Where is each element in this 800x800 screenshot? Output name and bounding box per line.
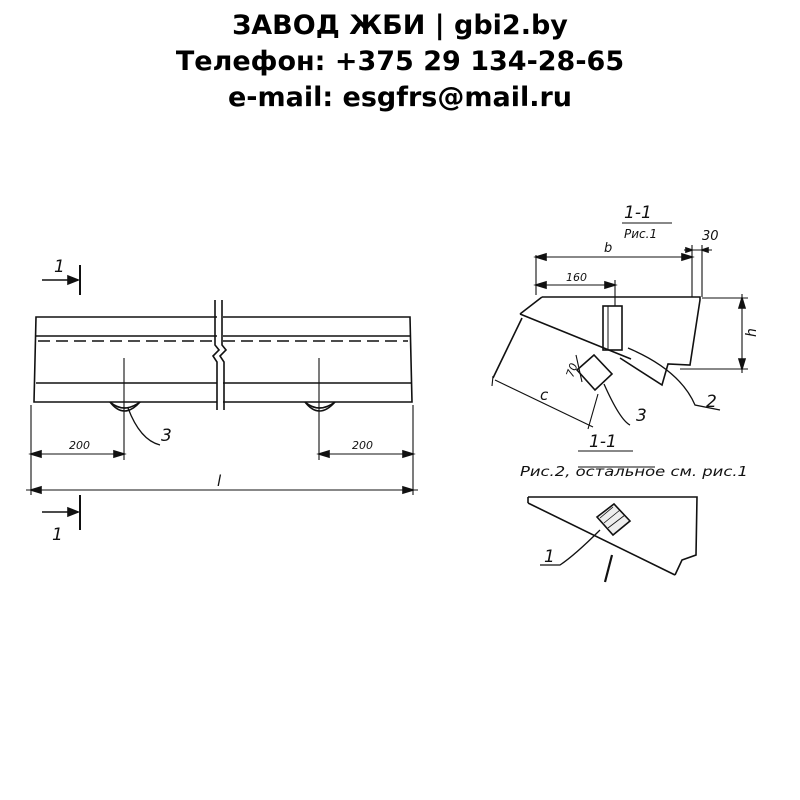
- section-mark-bottom-label: 1: [52, 525, 63, 545]
- dim-length-label: l: [217, 472, 222, 490]
- beam-front-view: [26, 265, 418, 530]
- dim-30-label: 30: [702, 229, 719, 244]
- section-2-title: 1-1: [589, 432, 617, 452]
- callout-3-label: 3: [636, 406, 647, 426]
- drawing-labels: 1 1 200 200 l 3 1-1 Рис.1 30 b 160 h 70 …: [52, 203, 760, 567]
- dim-c-label: c: [540, 386, 549, 404]
- section-view-2: [527, 450, 698, 583]
- section-mark-top-label: 1: [54, 257, 65, 277]
- dim-h-label: h: [744, 328, 760, 337]
- callout-2-label: 2: [706, 392, 717, 412]
- dim-b-label: b: [604, 241, 612, 256]
- dim-160-label: 160: [566, 271, 587, 284]
- dim-left-200-label: 200: [69, 439, 90, 452]
- header-phone: Телефон: +375 29 134-28-65: [175, 46, 625, 77]
- section-1-title: 1-1: [624, 203, 652, 223]
- section-1-ref: Рис.1: [624, 227, 657, 241]
- dim-70-label: 70: [564, 361, 581, 379]
- dim-right-200-label: 200: [352, 439, 373, 452]
- section-view-1: [491, 222, 748, 430]
- callout-loop-label: 3: [161, 426, 172, 446]
- header-email: e-mail: esgfrs@mail.ru: [227, 82, 573, 113]
- callout-1-label: 1: [544, 547, 555, 567]
- header-title: ЗАВОД ЖБИ | gbi2.by: [232, 10, 568, 41]
- section-2-ref: Рис.2, остальное см. рис.1: [520, 465, 748, 480]
- header: ЗАВОД ЖБИ | gbi2.by Телефон: +375 29 134…: [0, 8, 800, 116]
